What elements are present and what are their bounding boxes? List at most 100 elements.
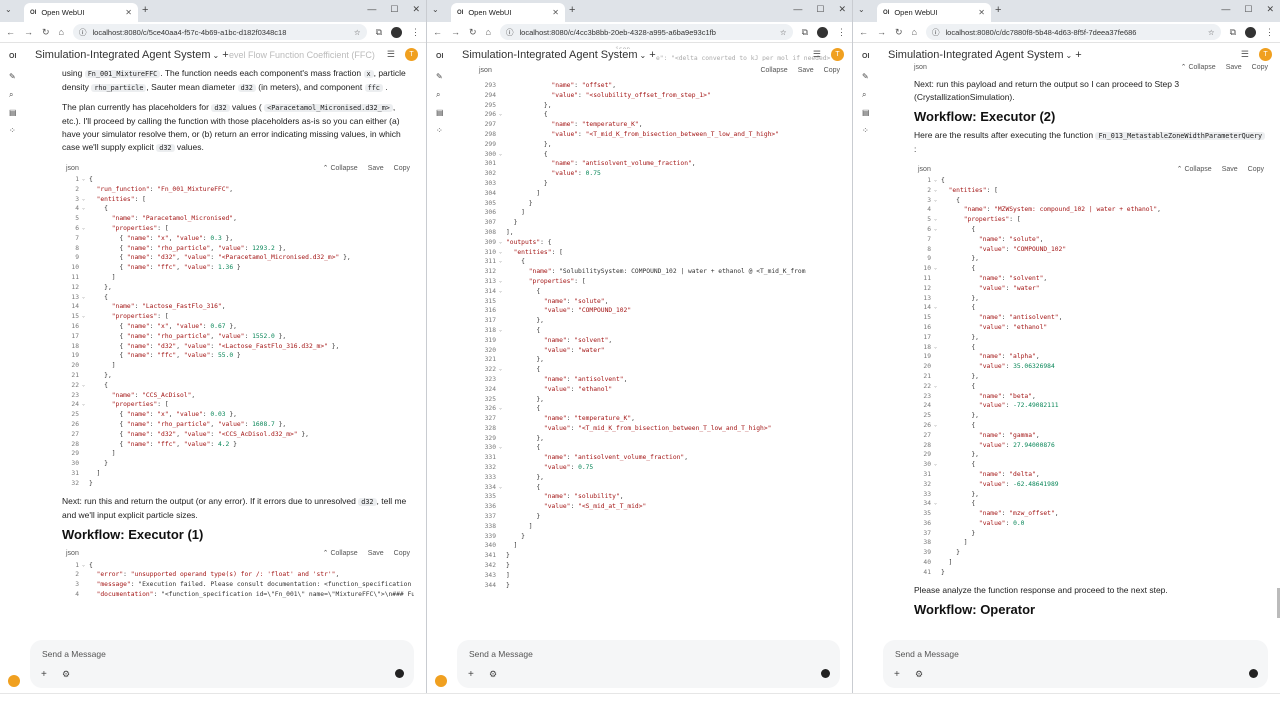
site-info-icon[interactable]: ⓘ xyxy=(931,27,940,37)
message-input-box[interactable]: Send a Message + ⚙ xyxy=(883,640,1268,688)
openwebui-logo-icon[interactable]: OI xyxy=(9,53,17,60)
save-button[interactable]: Save xyxy=(797,66,814,74)
save-button[interactable]: Save xyxy=(367,164,384,172)
minimize-icon[interactable]: — xyxy=(367,4,377,14)
minimize-icon[interactable]: — xyxy=(793,4,803,14)
voice-mode-icon[interactable] xyxy=(821,669,830,678)
user-badge[interactable]: T xyxy=(1259,48,1272,61)
search-icon[interactable]: ⌕ xyxy=(862,90,867,99)
collapse-button[interactable]: Collapse xyxy=(760,66,788,74)
search-icon[interactable]: ⌕ xyxy=(9,90,14,99)
close-window-icon[interactable]: ✕ xyxy=(412,4,420,14)
home-icon[interactable]: ⌂ xyxy=(58,27,64,37)
tab-search-icon[interactable]: ⌄ xyxy=(5,5,12,14)
site-info-icon[interactable]: ⓘ xyxy=(78,27,87,37)
integrations-icon[interactable]: ⚙ xyxy=(62,669,71,679)
user-badge[interactable]: T xyxy=(831,48,844,61)
new-tab-button[interactable]: + xyxy=(569,4,576,16)
forward-icon[interactable]: → xyxy=(24,27,33,37)
maximize-icon[interactable]: ☐ xyxy=(390,4,399,14)
bookmark-star-icon[interactable]: ☆ xyxy=(353,27,361,37)
controls-icon[interactable]: ☰ xyxy=(386,49,395,59)
profile-avatar[interactable] xyxy=(391,26,402,38)
workspace-icon[interactable]: ⁘ xyxy=(862,126,869,135)
menu-icon[interactable]: ⋮ xyxy=(1265,26,1274,37)
user-avatar[interactable] xyxy=(435,675,447,687)
copy-button[interactable]: Copy xyxy=(1251,63,1268,71)
collapse-button[interactable]: ⌃ Collapse xyxy=(1176,165,1212,173)
openwebui-logo-icon[interactable]: OI xyxy=(862,53,870,60)
copy-button[interactable]: Copy xyxy=(1247,165,1264,173)
copy-button[interactable]: Copy xyxy=(393,550,410,557)
message-input-box[interactable]: Send a Message + ⚙ xyxy=(30,640,414,688)
extensions-icon[interactable]: ⧉ xyxy=(1229,26,1236,37)
save-button[interactable]: Save xyxy=(1225,63,1242,71)
reload-icon[interactable]: ↻ xyxy=(895,26,903,37)
workspace-icon[interactable]: ⁘ xyxy=(9,126,16,135)
new-chat-icon[interactable]: ✎ xyxy=(9,72,16,81)
search-icon[interactable]: ⌕ xyxy=(436,90,441,99)
copy-button[interactable]: Copy xyxy=(823,66,840,74)
new-tab-button[interactable]: + xyxy=(142,4,149,16)
url-field[interactable]: ⓘ localhost:8080/c/dc7880f8-5b48-4d63-8f… xyxy=(925,24,1221,40)
close-window-icon[interactable]: ✕ xyxy=(1266,4,1274,14)
add-attachment-icon[interactable]: + xyxy=(894,669,900,680)
add-attachment-icon[interactable]: + xyxy=(468,669,474,680)
voice-mode-icon[interactable] xyxy=(1249,669,1258,678)
browser-tab[interactable]: OI Open WebUI ✕ xyxy=(877,3,991,22)
close-tab-icon[interactable]: ✕ xyxy=(552,8,559,17)
profile-avatar[interactable] xyxy=(1245,26,1256,38)
model-selector[interactable]: Simulation-Integrated Agent System⌄+ xyxy=(888,49,1082,61)
workspace-icon[interactable]: ⁘ xyxy=(436,126,443,135)
copy-button[interactable]: Copy xyxy=(393,164,410,172)
user-badge[interactable]: T xyxy=(405,48,418,61)
extensions-icon[interactable]: ⧉ xyxy=(801,26,808,37)
reload-icon[interactable]: ↻ xyxy=(42,26,50,37)
tab-search-icon[interactable]: ⌄ xyxy=(432,5,439,14)
back-icon[interactable]: ← xyxy=(433,27,442,37)
menu-icon[interactable]: ⋮ xyxy=(411,26,420,37)
collapse-button[interactable]: ⌃ Collapse xyxy=(322,550,358,557)
message-input[interactable]: Send a Message xyxy=(895,649,959,659)
back-icon[interactable]: ← xyxy=(859,27,868,37)
url-field[interactable]: ⓘ localhost:8080/c/4cc3b8bb-20eb-4328-a9… xyxy=(499,24,793,40)
forward-icon[interactable]: → xyxy=(451,27,460,37)
message-input[interactable]: Send a Message xyxy=(42,649,106,659)
model-selector[interactable]: Simulation-Integrated Agent System⌄+ xyxy=(35,49,229,61)
save-button[interactable]: Save xyxy=(1221,165,1238,173)
maximize-icon[interactable]: ☐ xyxy=(816,4,825,14)
add-attachment-icon[interactable]: + xyxy=(41,669,47,680)
browser-tab[interactable]: OI Open WebUI ✕ xyxy=(451,3,565,22)
integrations-icon[interactable]: ⚙ xyxy=(489,669,498,679)
message-input[interactable]: Send a Message xyxy=(469,649,533,659)
notes-icon[interactable]: ▤ xyxy=(436,108,444,117)
save-button[interactable]: Save xyxy=(367,550,384,557)
notes-icon[interactable]: ▤ xyxy=(9,108,17,117)
close-tab-icon[interactable]: ✕ xyxy=(125,8,132,17)
new-chat-icon[interactable]: ✎ xyxy=(436,72,443,81)
minimize-icon[interactable]: — xyxy=(1221,4,1231,14)
forward-icon[interactable]: → xyxy=(877,27,886,37)
openwebui-logo-icon[interactable]: OI xyxy=(436,53,444,60)
notes-icon[interactable]: ▤ xyxy=(862,108,870,117)
url-field[interactable]: ⓘ localhost:8080/c/5ce40aa4-f57c-4b69-a1… xyxy=(72,24,367,40)
voice-mode-icon[interactable] xyxy=(395,669,404,678)
extensions-icon[interactable]: ⧉ xyxy=(375,26,382,37)
close-tab-icon[interactable]: ✕ xyxy=(978,8,985,17)
controls-icon[interactable]: ☰ xyxy=(812,49,821,59)
bookmark-star-icon[interactable]: ☆ xyxy=(779,27,787,37)
home-icon[interactable]: ⌂ xyxy=(485,27,491,37)
user-avatar[interactable] xyxy=(8,675,20,687)
tab-search-icon[interactable]: ⌄ xyxy=(858,5,865,14)
menu-icon[interactable]: ⋮ xyxy=(837,26,846,37)
close-window-icon[interactable]: ✕ xyxy=(838,4,846,14)
scrollbar[interactable] xyxy=(1277,588,1280,618)
new-tab-button[interactable]: + xyxy=(995,4,1002,16)
site-info-icon[interactable]: ⓘ xyxy=(505,27,514,37)
model-selector[interactable]: Simulation-Integrated Agent System⌄+ xyxy=(462,49,656,61)
profile-avatar[interactable] xyxy=(817,26,828,38)
maximize-icon[interactable]: ☐ xyxy=(1244,4,1253,14)
collapse-button[interactable]: ⌃ Collapse xyxy=(1180,63,1216,71)
integrations-icon[interactable]: ⚙ xyxy=(915,669,924,679)
browser-tab[interactable]: OI Open WebUI ✕ xyxy=(24,3,138,22)
